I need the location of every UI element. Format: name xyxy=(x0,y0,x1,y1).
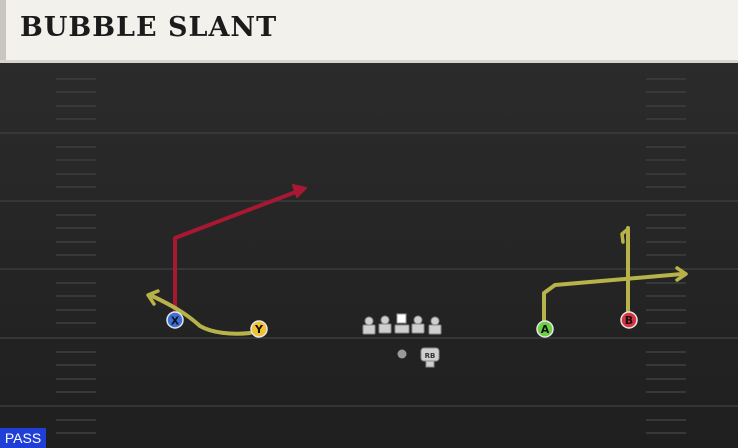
route-a-arrowhead xyxy=(675,266,688,282)
lineman-lt xyxy=(362,316,376,335)
receiver-y[interactable]: Y xyxy=(250,320,268,338)
receiver-y-label: Y xyxy=(254,323,264,336)
pass-badge: PASS xyxy=(0,428,46,448)
receiver-b-label: B xyxy=(625,314,633,327)
offensive-line xyxy=(362,313,442,335)
route-x-arrowhead xyxy=(292,184,307,198)
lineman-rt xyxy=(428,316,442,335)
route-b-stop xyxy=(620,227,630,244)
route-x[interactable] xyxy=(173,188,303,320)
lineman-lg xyxy=(378,315,392,334)
play-name: BUBBLE SLANT xyxy=(20,12,278,43)
receiver-a[interactable]: A xyxy=(536,320,554,338)
quarterback[interactable] xyxy=(397,349,407,359)
route-a[interactable] xyxy=(542,272,684,327)
running-back[interactable]: RB xyxy=(420,347,440,368)
yard-lines xyxy=(0,132,738,407)
play-field[interactable]: RB X Y A B xyxy=(0,63,738,448)
receiver-x[interactable]: X xyxy=(166,311,184,329)
play-title-bar: BUBBLE SLANT xyxy=(0,0,738,60)
route-y-arrowhead xyxy=(146,289,160,306)
hash-marks-right xyxy=(646,78,686,434)
route-y[interactable] xyxy=(148,293,252,336)
running-back-label: RB xyxy=(425,352,436,360)
play-diagram: RB X Y A B xyxy=(0,78,738,434)
receiver-a-label: A xyxy=(541,323,550,336)
receiver-b[interactable]: B xyxy=(620,311,638,329)
hash-marks-left xyxy=(56,78,96,434)
center xyxy=(394,313,410,334)
receiver-x-label: X xyxy=(171,315,180,328)
lineman-rg xyxy=(411,315,425,334)
